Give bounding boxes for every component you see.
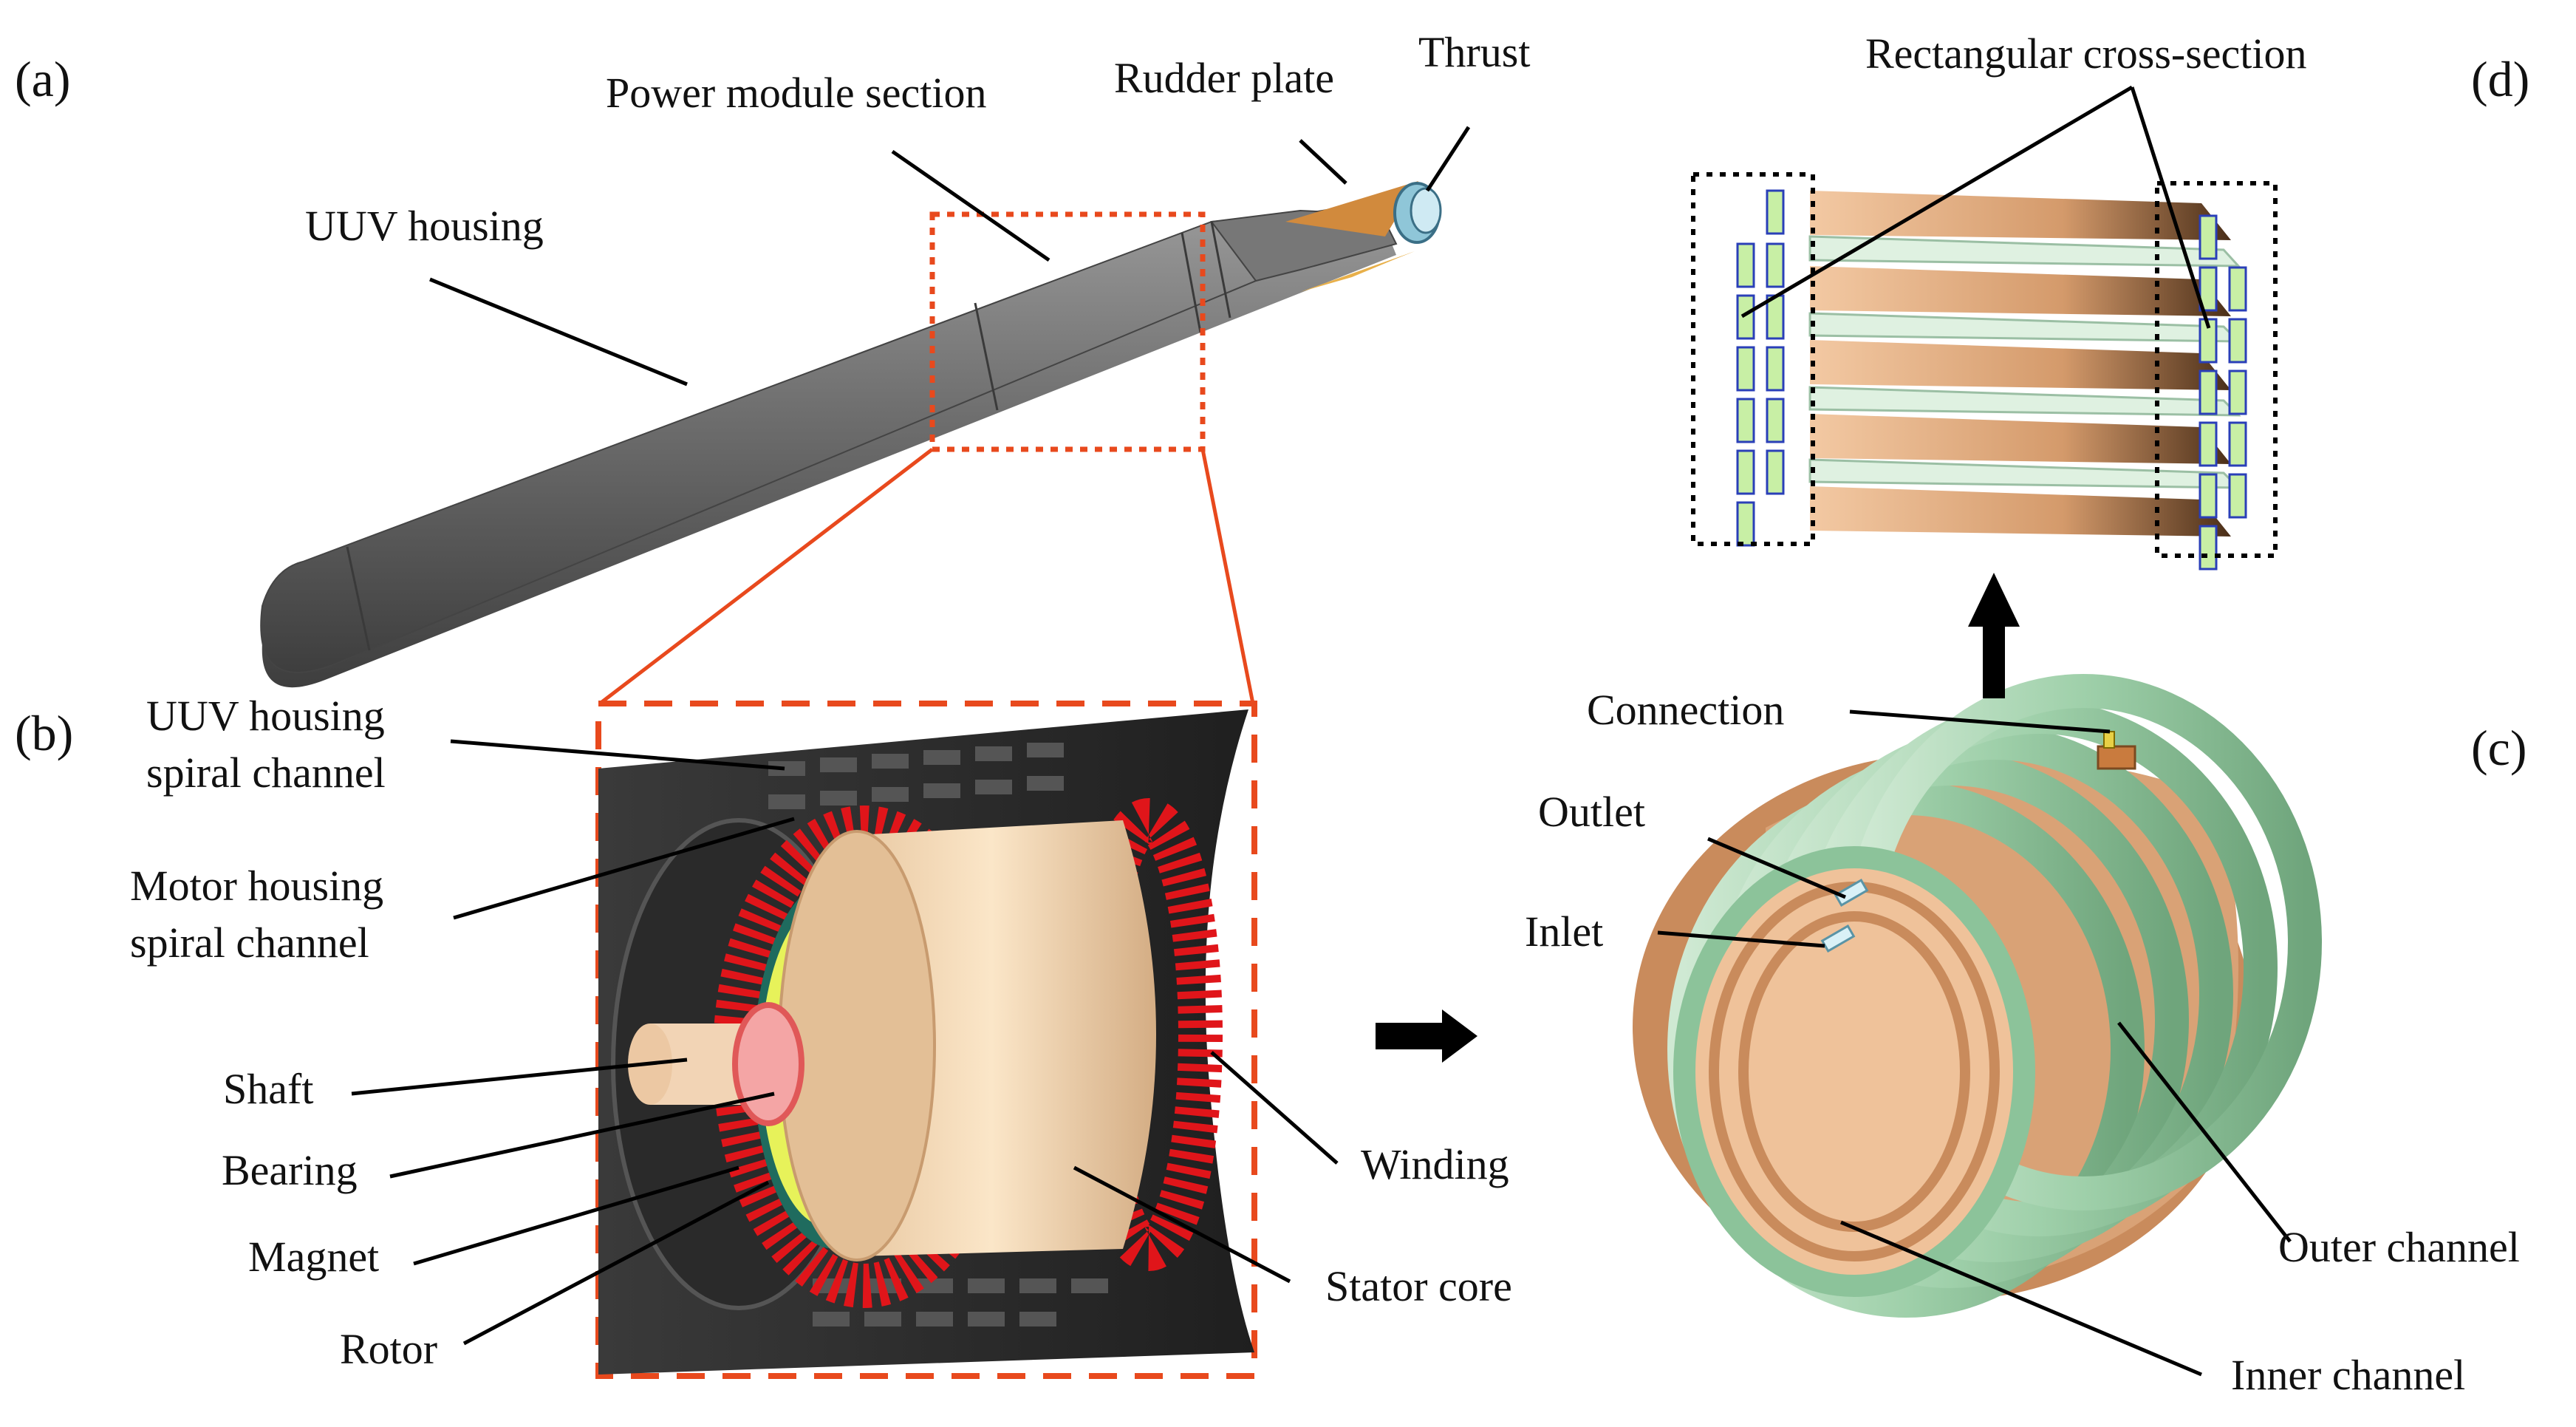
label-rotor: Rotor <box>340 1325 437 1373</box>
label-uuv-housing: UUV housing <box>305 202 544 250</box>
cross-section-strips <box>1736 189 2247 571</box>
rudder-plate-top <box>1285 181 1418 236</box>
label-motor-spiral-1: Motor housing <box>130 862 383 910</box>
thruster <box>1393 182 1442 244</box>
leader-lines <box>351 85 2292 1377</box>
cross-section-box-right <box>2155 181 2278 558</box>
label-inner-channel: Inner channel <box>2231 1351 2465 1399</box>
rudder-plate-bottom <box>1300 251 1415 292</box>
power-module-box <box>929 211 1206 452</box>
zoom-line-left <box>598 448 934 705</box>
arrow-c-to-d <box>1968 573 2020 698</box>
label-uuv-spiral-1: UUV housing <box>146 692 385 740</box>
panel-c-label: (c) <box>2471 720 2527 776</box>
label-rudder-plate: Rudder plate <box>1114 54 1334 102</box>
arrow-b-to-c <box>1376 1009 1477 1063</box>
label-inlet: Inlet <box>1525 907 1603 956</box>
label-connection: Connection <box>1587 686 1784 734</box>
label-shaft: Shaft <box>223 1065 313 1113</box>
label-magnet: Magnet <box>248 1233 379 1281</box>
label-thrust: Thrust <box>1418 28 1530 76</box>
label-outer-channel: Outer channel <box>2278 1223 2520 1271</box>
uuv-body <box>260 200 1398 688</box>
label-stator-core: Stator core <box>1325 1262 1512 1310</box>
panel-d-label: (d) <box>2471 51 2529 107</box>
label-motor-spiral-2: spiral channel <box>130 919 369 967</box>
label-rect-cross-section: Rectangular cross-section <box>1865 30 2307 78</box>
cross-section-box-left <box>1691 172 1815 546</box>
label-outlet: Outlet <box>1538 788 1645 836</box>
motor-cutaway-box <box>595 701 1257 1379</box>
label-winding: Winding <box>1361 1140 1509 1188</box>
spiral-channel <box>1633 674 2322 1318</box>
zoom-line-right <box>1200 449 1255 704</box>
panel-a-label: (a) <box>15 51 70 107</box>
label-bearing: Bearing <box>222 1146 358 1194</box>
label-uuv-spiral-2: spiral channel <box>146 749 386 797</box>
panel-b-label: (b) <box>15 705 73 761</box>
label-power-module: Power module section <box>606 69 986 117</box>
motor-cutaway <box>598 709 1254 1375</box>
